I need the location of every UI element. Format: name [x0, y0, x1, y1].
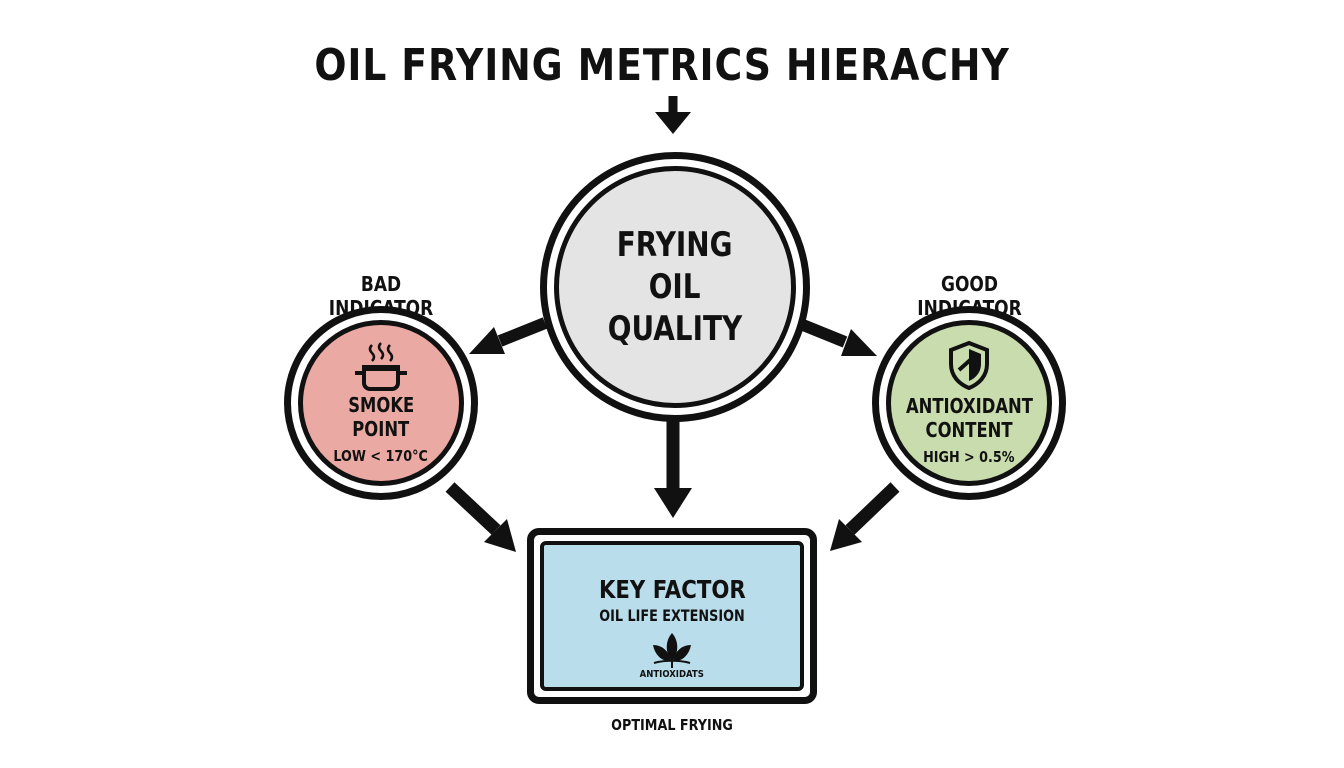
shield-icon — [949, 340, 989, 390]
center-label-line3: QUALITY — [607, 309, 743, 349]
key-factor-box-inner: KEY FACTOR OIL LIFE EXTENSION ANTIOXIDAT… — [540, 541, 804, 691]
arrow-center-to-left — [469, 317, 548, 354]
node-frying-oil-quality: FRYING OIL QUALITY — [540, 152, 810, 422]
key-factor-title: KEY FACTOR — [598, 575, 746, 604]
node-smoke-point: SMOKE POINT LOW < 170°C — [284, 306, 478, 500]
node-antioxidant-content-inner: ANTIOXIDANT CONTENT HIGH > 0.5% — [886, 320, 1052, 486]
antioxidant-label-line2: CONTENT — [925, 418, 1013, 442]
arrow-left-to-box — [445, 482, 516, 552]
leaf-icon — [653, 633, 691, 668]
smoke-point-threshold: LOW < 170°C — [333, 447, 429, 465]
smoke-point-label-line1: SMOKE — [348, 393, 414, 417]
cooking-pot-icon — [355, 342, 407, 391]
key-factor-box: KEY FACTOR OIL LIFE EXTENSION ANTIOXIDAT… — [527, 528, 817, 704]
antioxidant-label-line1: ANTIOXIDANT — [905, 394, 1033, 418]
antioxidants-badge: ANTIOXIDATS — [639, 669, 705, 680]
node-smoke-point-inner: SMOKE POINT LOW < 170°C — [298, 320, 464, 486]
smoke-point-label-line2: POINT — [352, 417, 410, 441]
arrow-title-to-center — [655, 96, 691, 134]
arrow-center-to-box — [654, 418, 692, 518]
arrow-center-to-right — [800, 319, 877, 356]
optimal-frying-caption: OPTIMAL FRYING — [611, 716, 733, 734]
center-label-line2: OIL — [649, 267, 701, 307]
antioxidant-threshold: HIGH > 0.5% — [923, 448, 1015, 466]
arrow-right-to-box — [830, 482, 900, 551]
diagram-title: OIL FRYING METRICS HIERACHY — [314, 40, 1010, 91]
key-factor-subtitle: OIL LIFE EXTENSION — [599, 606, 745, 625]
node-frying-oil-quality-inner: FRYING OIL QUALITY — [554, 166, 796, 408]
center-label-line1: FRYING — [617, 225, 733, 265]
node-antioxidant-content: ANTIOXIDANT CONTENT HIGH > 0.5% — [872, 306, 1066, 500]
